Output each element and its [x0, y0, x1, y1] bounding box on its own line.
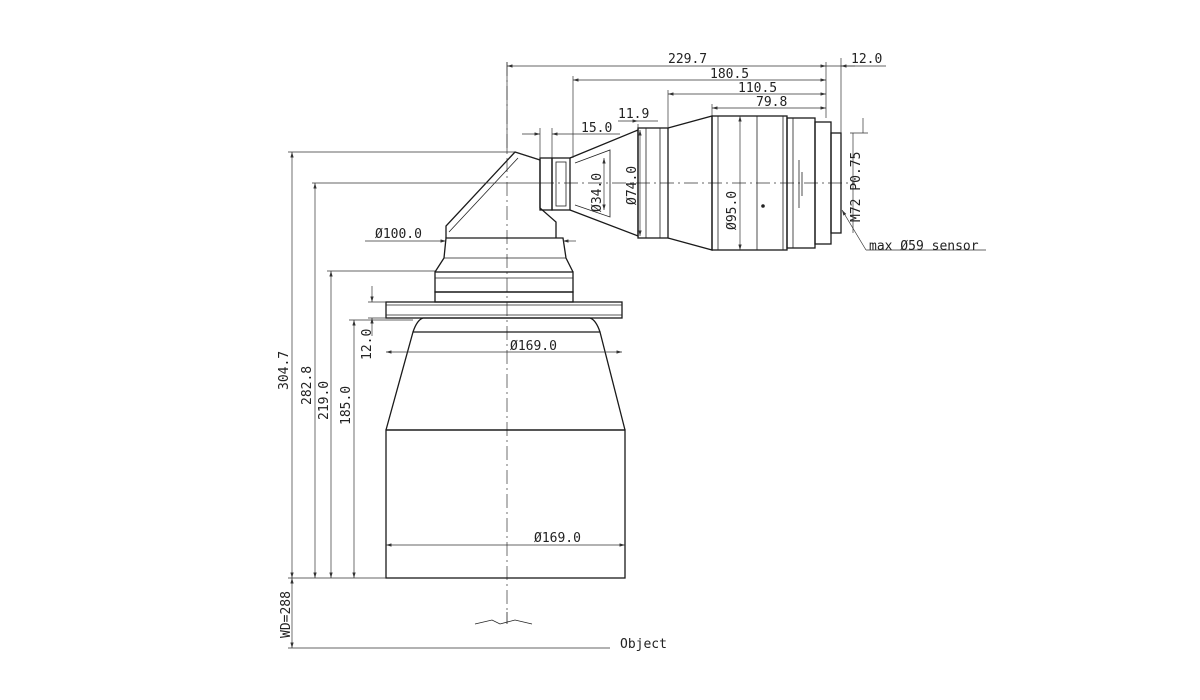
dim-282-8: 282.8 [300, 366, 315, 405]
dim-180-5: 180.5 [710, 67, 749, 82]
dim-dia-100: Ø100.0 [375, 227, 422, 242]
dim-dia-169-flange: Ø169.0 [510, 339, 557, 354]
dim-219-0: 219.0 [317, 381, 332, 420]
dim-12-0-flange: 12.0 [360, 329, 375, 360]
dim-185-0: 185.0 [339, 386, 354, 425]
horizontal-dimensions: 229.7 12.0 180.5 110.5 79.8 11.9 15.0 [507, 52, 886, 136]
dim-dia-169-body: Ø169.0 [534, 531, 581, 546]
dim-304-7: 304.7 [277, 351, 292, 390]
dim-15-0: 15.0 [581, 121, 612, 136]
vertical-dimensions: 304.7 282.8 219.0 185.0 12.0 WD=288 Obje… [277, 152, 667, 652]
dim-12-0-top: 12.0 [851, 52, 882, 67]
dim-229-7: 229.7 [668, 52, 707, 67]
extension-lines [288, 58, 842, 649]
dim-thread-m72: M72 P0.75 [849, 152, 864, 222]
dim-110-5: 110.5 [738, 81, 777, 96]
dim-dia-34: Ø34.0 [590, 173, 605, 212]
dim-dia-95: Ø95.0 [725, 191, 740, 230]
dim-79-8: 79.8 [756, 95, 787, 110]
lens-body [385, 115, 842, 579]
diameter-dimensions: Ø100.0 Ø169.0 Ø169.0 Ø34.0 Ø74.0 Ø95.0 M… [365, 116, 986, 547]
object-plane-label: Object [620, 637, 667, 652]
center-lines [474, 62, 855, 625]
dim-wd-288: WD=288 [279, 591, 294, 638]
dim-dia-74: Ø74.0 [625, 166, 640, 205]
dim-max-sensor: max Ø59 sensor [869, 239, 979, 254]
dim-11-9: 11.9 [618, 107, 649, 122]
